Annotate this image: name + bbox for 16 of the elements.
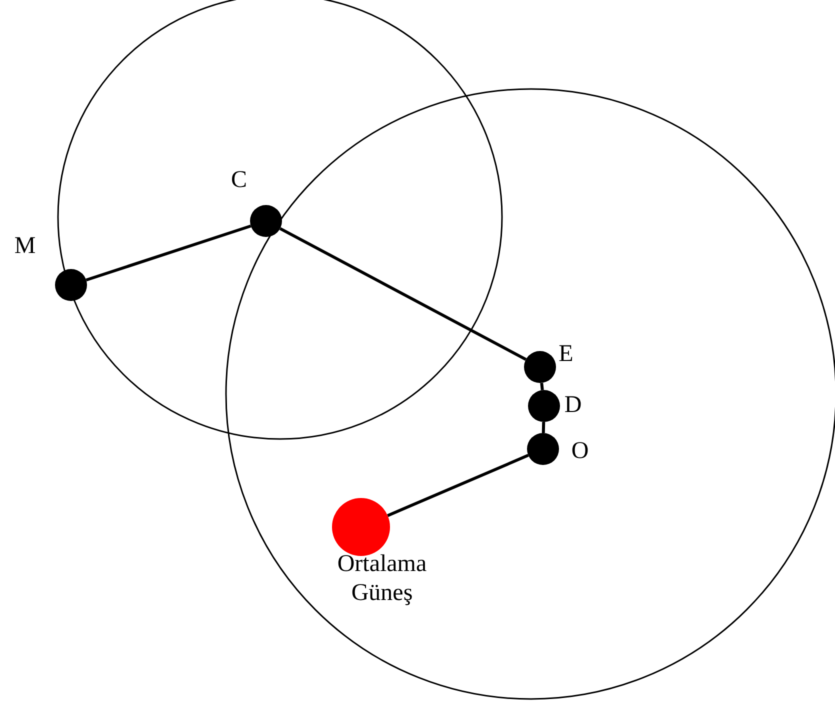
point-label: Ortalama Güneş xyxy=(336,550,428,608)
connecting-line xyxy=(540,382,544,390)
point-label: C xyxy=(230,166,248,195)
connecting-line xyxy=(279,227,527,361)
point-label: D xyxy=(563,391,583,420)
point-marker xyxy=(250,205,282,237)
point-label: E xyxy=(558,340,574,369)
point-label: M xyxy=(13,232,37,261)
point-marker xyxy=(55,269,87,301)
connecting-line xyxy=(86,224,252,282)
point-marker xyxy=(527,433,559,465)
point-marker xyxy=(524,351,556,383)
connecting-line xyxy=(542,422,546,434)
point-marker xyxy=(528,390,560,422)
connecting-line xyxy=(387,454,529,517)
point-label: O xyxy=(570,437,590,466)
